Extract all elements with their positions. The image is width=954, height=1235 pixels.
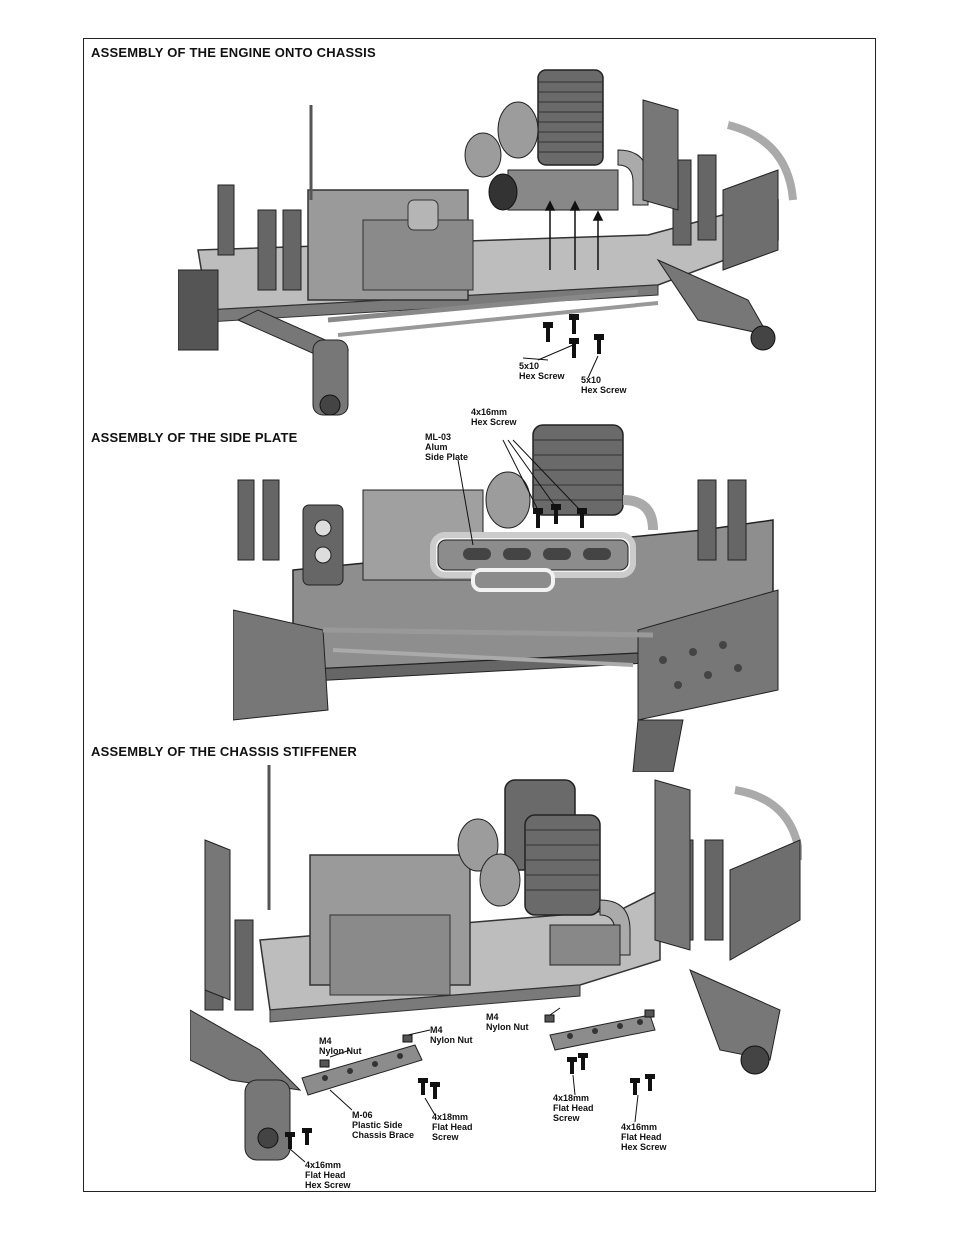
callout-hex-screw-4x16: 4x16mm Hex Screw: [471, 407, 517, 427]
callout-side-plate: ML-03 Alum Side Plate: [425, 432, 469, 462]
page-frame: [83, 38, 876, 1192]
callout-nylon-nut-b: M4 Nylon Nut: [430, 1025, 473, 1045]
callout-hex-screw-b: 5x10 Hex Screw: [581, 375, 627, 395]
chassis-stiffener-illustration: [190, 765, 802, 1163]
callout-hex-screw-a: 5x10 Hex Screw: [519, 361, 565, 381]
section-heading-engine: ASSEMBLY OF THE ENGINE ONTO CHASSIS: [91, 45, 376, 60]
engine-chassis-illustration: [178, 69, 797, 416]
callout-nylon-nut-c: M4 Nylon Nut: [486, 1012, 529, 1032]
callout-nylon-nut-a: M4 Nylon Nut: [319, 1036, 362, 1056]
callout-flat-head-screw-a: 4x18mm Flat Head Screw: [432, 1112, 473, 1142]
callout-flat-head-screw-b: 4x18mm Flat Head Screw: [553, 1093, 594, 1123]
callout-flat-head-hex-screw-a: 4x16mm Flat Head Hex Screw: [305, 1160, 351, 1190]
section-heading-chassis-stiffener: ASSEMBLY OF THE CHASSIS STIFFENER: [91, 744, 357, 759]
side-plate-illustration: [233, 424, 779, 772]
section-heading-side-plate: ASSEMBLY OF THE SIDE PLATE: [91, 430, 298, 445]
callout-chassis-brace: M-06 Plastic Side Chassis Brace: [352, 1110, 415, 1140]
callout-flat-head-hex-screw-b: 4x16mm Flat Head Hex Screw: [621, 1122, 667, 1152]
